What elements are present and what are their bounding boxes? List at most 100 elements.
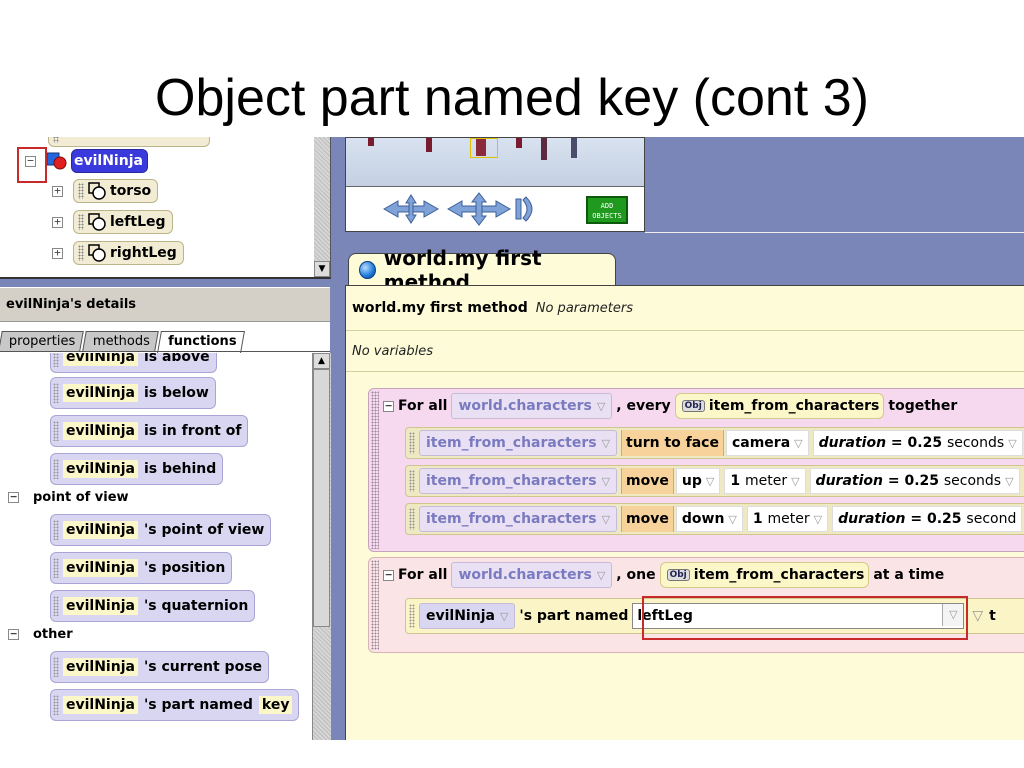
dropdown-arrow-icon: ▽ xyxy=(601,512,611,526)
world-view: ADD OBJECTS xyxy=(345,137,645,232)
duration-param[interactable]: duration = 0.25 seconds▽ xyxy=(812,430,1023,456)
list-dropdown[interactable]: world.characters▽ xyxy=(451,393,613,419)
group-other[interactable]: − other xyxy=(8,627,73,642)
slide-title: Object part named key (cont 3) xyxy=(155,69,869,127)
tab-world-my-first-method[interactable]: world.my first method xyxy=(348,246,616,294)
object-icon xyxy=(46,152,67,170)
dropdown-arrow-icon: ▽ xyxy=(813,512,823,526)
tree-node-torso[interactable]: torso xyxy=(73,179,159,203)
group-point-of-view[interactable]: − point of view xyxy=(8,490,129,505)
tree-row-leftleg[interactable]: + leftLeg xyxy=(52,210,173,234)
duration-param[interactable]: duration = 0.25 second xyxy=(832,506,1023,532)
function-tile-point-of-view[interactable]: evilNinja's point of view xyxy=(50,514,272,546)
highlight-box-expander xyxy=(17,147,47,183)
dropdown-arrow-icon: ▽ xyxy=(794,436,803,450)
collapse-toggle[interactable]: − xyxy=(8,628,19,640)
tree-node-leftleg[interactable]: leftLeg xyxy=(73,210,173,234)
details-tabs: properties methods functions xyxy=(0,331,246,353)
obj-icon: Obj xyxy=(681,400,705,412)
world-icon xyxy=(359,260,376,279)
amount-dropdown[interactable]: 1 meter▽ xyxy=(746,506,829,532)
method-editor: world.my first method No parameters No v… xyxy=(345,285,1024,740)
collapse-toggle[interactable]: − xyxy=(8,491,19,503)
statement-move-up[interactable]: item_from_characters▽ move up▽ 1 meter▽ … xyxy=(405,465,1024,497)
dropdown-arrow-icon: ▽ xyxy=(601,474,611,488)
tree-row-evilninja[interactable]: − evilNinja xyxy=(25,149,148,173)
list-dropdown[interactable]: world.characters▽ xyxy=(451,562,613,588)
scroll-down-arrow-icon[interactable]: ▼ xyxy=(314,261,330,277)
collapse-toggle[interactable]: − xyxy=(383,569,394,581)
scene-view[interactable] xyxy=(346,138,644,186)
amount-dropdown[interactable]: 1 meter▽ xyxy=(724,468,806,494)
object-tree: − evilNinja + torso + xyxy=(0,137,331,279)
dropdown-arrow-icon: ▽ xyxy=(728,512,737,526)
dropdown-arrow-icon: ▽ xyxy=(499,609,509,623)
details-header: evilNinja's details xyxy=(0,287,330,322)
dropdown-arrow-icon: ▽ xyxy=(1008,436,1017,450)
statement-turn-to-face[interactable]: item_from_characters▽ turn to face camer… xyxy=(405,427,1024,459)
obj-icon: Obj xyxy=(666,569,690,581)
alice-window: − evilNinja + torso + xyxy=(0,137,1024,740)
statement-part-named[interactable]: evilNinja▽ 's part named leftLeg ▽ ▽ t xyxy=(405,598,1024,634)
method-name: world.my first method xyxy=(352,300,528,316)
expand-toggle[interactable]: + xyxy=(52,216,63,228)
camera-nav-arrows-icon[interactable] xyxy=(376,191,556,227)
tab-functions[interactable]: functions xyxy=(157,331,246,353)
scroll-thumb[interactable] xyxy=(313,369,330,627)
top-right-area xyxy=(645,137,1024,233)
dropdown-arrow-icon: ▽ xyxy=(705,474,715,488)
dropdown-arrow-icon[interactable]: ▽ xyxy=(942,604,964,626)
camera-controls: ADD OBJECTS xyxy=(346,186,644,231)
details-panel: evilNinja's details properties methods f… xyxy=(0,287,331,740)
tree-row-clipped xyxy=(48,137,210,147)
expand-toggle[interactable]: + xyxy=(52,247,63,259)
target-dropdown[interactable]: camera▽ xyxy=(725,430,809,456)
parameters-text: No parameters xyxy=(535,300,633,316)
direction-dropdown[interactable]: down▽ xyxy=(675,506,743,532)
tree-node-rightleg[interactable]: rightLeg xyxy=(73,241,184,265)
subject-dropdown[interactable]: item_from_characters▽ xyxy=(419,506,618,532)
dropdown-arrow-icon: ▽ xyxy=(1005,474,1014,488)
collapse-toggle[interactable]: − xyxy=(25,155,36,167)
direction-dropdown[interactable]: up▽ xyxy=(675,468,721,494)
add-objects-button[interactable]: ADD OBJECTS xyxy=(586,196,628,224)
statement-move-down[interactable]: item_from_characters▽ move down▽ 1 meter… xyxy=(405,503,1024,535)
dropdown-arrow-icon: ▽ xyxy=(601,436,611,450)
tab-methods[interactable]: methods xyxy=(82,331,160,351)
collapse-toggle[interactable]: − xyxy=(383,400,394,412)
dropdown-arrow-icon[interactable]: ▽ xyxy=(972,608,984,624)
dropdown-arrow-icon: ▽ xyxy=(596,568,606,582)
subject-dropdown[interactable]: item_from_characters▽ xyxy=(419,430,618,456)
functions-scrollbar[interactable]: ▲ xyxy=(312,353,331,740)
tab-properties[interactable]: properties xyxy=(0,331,85,351)
function-tile-quaternion[interactable]: evilNinja's quaternion xyxy=(50,590,256,622)
tree-row-torso[interactable]: + torso xyxy=(52,179,159,203)
tree-node-evilninja[interactable]: evilNinja xyxy=(71,149,148,173)
part-icon xyxy=(88,182,106,200)
function-tile-position[interactable]: evilNinja's position xyxy=(50,552,233,584)
function-tile-current-pose[interactable]: evilNinja's current pose xyxy=(50,651,270,683)
highlight-box-part-name xyxy=(642,596,968,640)
duration-param[interactable]: duration = 0.25 seconds▽ xyxy=(809,468,1020,494)
subject-dropdown[interactable]: item_from_characters▽ xyxy=(419,468,618,494)
expand-toggle[interactable]: + xyxy=(52,185,63,197)
part-icon xyxy=(88,213,106,231)
part-name-combobox[interactable]: leftLeg ▽ xyxy=(632,603,965,629)
variables-text: No variables xyxy=(346,331,1024,372)
part-icon xyxy=(88,244,106,262)
method-header: world.my first method No parameters xyxy=(346,286,1024,331)
scroll-up-arrow-icon[interactable]: ▲ xyxy=(313,353,330,369)
subject-dropdown[interactable]: evilNinja▽ xyxy=(419,603,516,629)
tree-row-rightleg[interactable]: + rightLeg xyxy=(52,241,184,265)
tree-scrollbar[interactable]: ▼ xyxy=(314,137,330,277)
